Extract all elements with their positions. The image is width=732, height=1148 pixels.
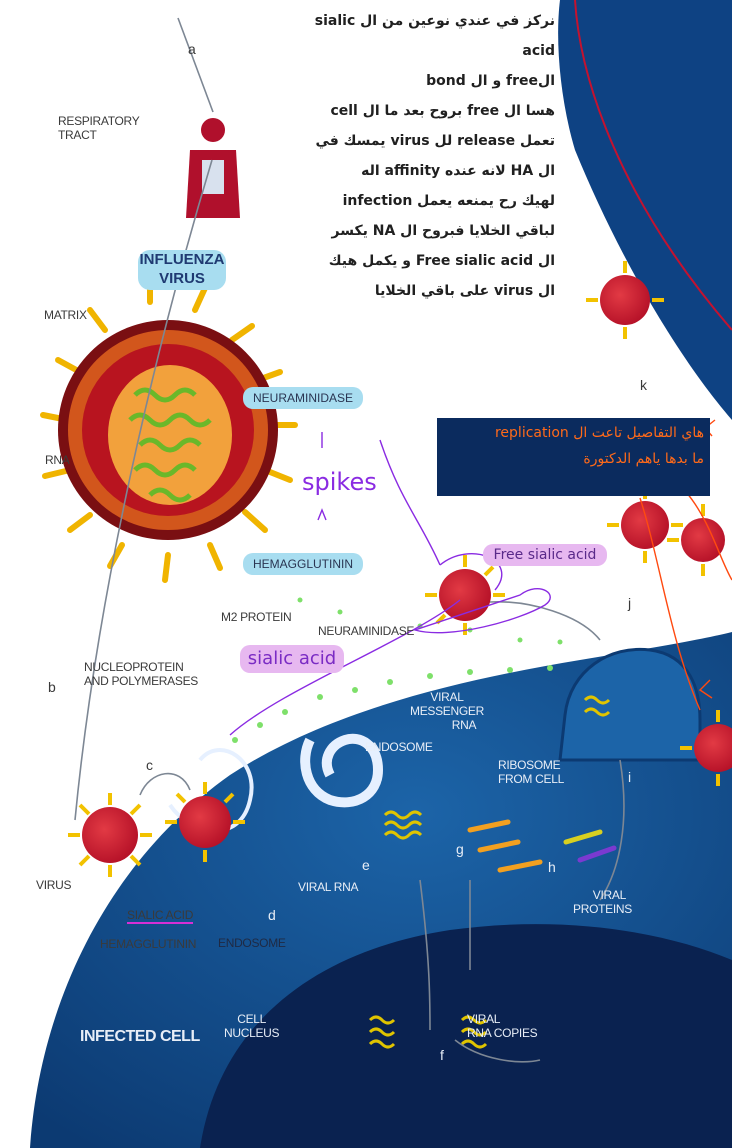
sialic-acid-label: SIALIC ACID — [127, 908, 193, 924]
note-line: الfree و ال bond — [270, 66, 555, 96]
step-b: b — [48, 680, 56, 694]
free-sialic-acid-annotation: Free sialic acid — [483, 544, 607, 566]
note-line: تعمل release لل virus يمسك في — [270, 126, 555, 156]
infected-cell-label: INFECTED CELL — [80, 1030, 200, 1044]
step-j: j — [628, 596, 631, 610]
neuraminidase-cell-label: NEURAMINIDASE — [318, 624, 414, 638]
rna-label: RNA — [45, 453, 69, 467]
arabic-note: نركز في عندي نوعين من ال sialic acid الf… — [270, 6, 555, 306]
endosome-label-bottom: ENDOSOME — [218, 936, 286, 950]
note-line: ال virus على باقي الخلايا — [270, 276, 555, 306]
step-k: k — [640, 378, 647, 392]
note-line: لهيك رح يمنعه يعمل infection — [270, 186, 555, 216]
virus-label: VIRUS — [36, 878, 71, 892]
step-g: g — [456, 842, 464, 856]
note-line: ال Free sialic acid و يكمل هيك — [270, 246, 555, 276]
endosome-label-top: ENDOSOME — [365, 740, 433, 754]
matrix-label: MATRIX — [44, 308, 87, 322]
spikes-annotation: spikes — [302, 468, 377, 496]
influenza-virion — [43, 278, 295, 580]
sialic-acid-annotation: sialic acid — [240, 645, 344, 673]
step-a: a — [188, 42, 196, 56]
hemagglutinin-label: HEMAGGLUTININ — [243, 553, 363, 575]
step-f: f — [440, 1048, 444, 1062]
note-line: لباقي الخلايا فبروح ال NA يكسر — [270, 216, 555, 246]
step-c: c — [146, 758, 153, 772]
note-line: هسا ال free بروح بعد ما ال cell — [270, 96, 555, 126]
step-d: d — [268, 908, 276, 922]
box-line: هاي التفاصيل تاعت ال replication — [437, 418, 710, 444]
human-figure — [186, 118, 240, 218]
note-line: نركز في عندي نوعين من ال sialic — [270, 6, 555, 36]
step-h: h — [548, 860, 556, 874]
neuraminidase-label: NEURAMINIDASE — [243, 387, 363, 409]
box-line: ما بدها ياهم الدكتورة — [437, 444, 710, 470]
step-e: e — [362, 858, 370, 872]
replication-note-box: هاي التفاصيل تاعت ال replication ما بدها… — [437, 418, 710, 496]
viral-rna-label: VIRAL RNA — [298, 880, 358, 894]
note-line: ال HA لانه عنده affinity اله — [270, 156, 555, 186]
note-line: acid — [270, 36, 555, 66]
m2-protein-label: M2 PROTEIN — [221, 610, 291, 624]
hemagglutinin-label-bottom: HEMAGGLUTININ — [100, 937, 196, 951]
step-i: i — [628, 770, 631, 784]
